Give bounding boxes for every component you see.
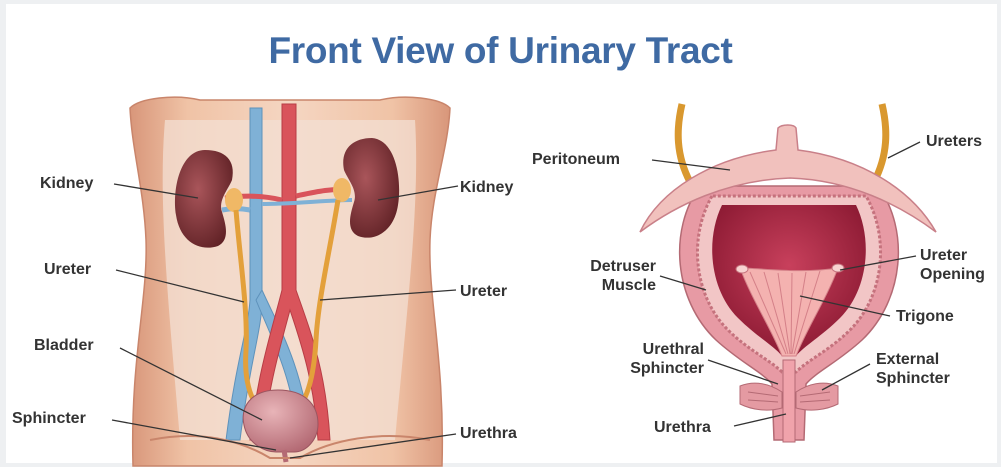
label-urethra-right: Urethra — [654, 418, 711, 437]
urethra-tube — [284, 450, 286, 462]
label-detruser-muscle: Detruser Muscle — [560, 257, 656, 295]
label-urethral-sphincter: Urethral Sphincter — [600, 340, 704, 378]
urethra-channel — [783, 360, 795, 442]
label-urethra-left: Urethra — [460, 424, 517, 443]
renal-pelvis-right — [333, 178, 351, 202]
label-bladder: Bladder — [34, 336, 94, 355]
label-sphincter: Sphincter — [12, 409, 86, 428]
torso-diagram — [130, 97, 450, 466]
ureter-opening-left — [736, 265, 748, 273]
renal-pelvis-left — [225, 188, 243, 212]
page-title: Front View of Urinary Tract — [0, 30, 1001, 72]
label-ureter-opening: Ureter Opening — [920, 246, 998, 284]
leader-external-sphincter — [822, 364, 870, 390]
bladder-cross-section — [640, 104, 936, 442]
label-kidney-right: Kidney — [460, 178, 513, 197]
ureter-opening-right — [832, 264, 844, 272]
leader-ureters — [888, 142, 920, 158]
bladder-shape — [243, 390, 318, 452]
label-kidney-left: Kidney — [40, 174, 93, 193]
label-ureters: Ureters — [926, 132, 982, 151]
label-trigone: Trigone — [896, 307, 954, 326]
label-ureter-left: Ureter — [44, 260, 91, 279]
label-external-sphincter: External Sphincter — [876, 350, 976, 388]
ureter-tube-left — [678, 104, 690, 182]
label-ureter-right: Ureter — [460, 282, 507, 301]
ureter-tube-right — [874, 104, 886, 182]
label-peritoneum: Peritoneum — [532, 150, 620, 169]
